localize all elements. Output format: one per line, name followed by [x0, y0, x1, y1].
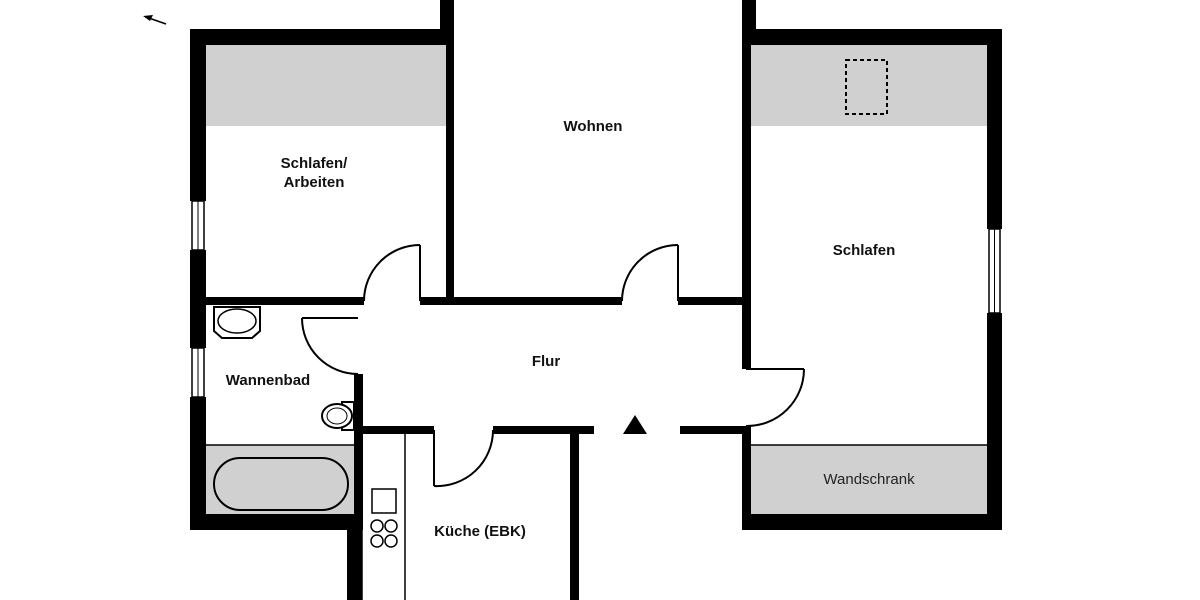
room-label-schlafen-arbeiten-1: Schlafen/: [281, 155, 349, 172]
room-label-schlafen-arbeiten-2: Arbeiten: [284, 174, 345, 191]
room-label-wohnen: Wohnen: [564, 118, 623, 135]
room-label-wannenbad: Wannenbad: [226, 372, 310, 389]
wardrobe-area: [751, 445, 987, 514]
entrance-triangle-icon: [623, 415, 647, 434]
kitchen-counter: [361, 434, 406, 600]
room-label-wandschrank: Wandschrank: [823, 471, 915, 488]
bathtub-icon: [213, 457, 349, 511]
sloped-ceiling-left: [206, 45, 446, 126]
windows: [191, 200, 1001, 398]
room-label-schlafen: Schlafen: [833, 242, 896, 259]
door-schlafen: [745, 368, 805, 428]
sloped-ceiling-right: [751, 45, 987, 126]
door-wohnen: [621, 244, 679, 302]
walls: [190, 0, 1002, 600]
skylight-icon: [845, 59, 888, 115]
door-schlafen-arbeiten: [363, 244, 421, 302]
north-arrow-icon: [143, 15, 167, 25]
stove-icon: [370, 519, 398, 548]
door-kueche: [433, 429, 495, 488]
door-wannenbad: [301, 317, 359, 375]
room-label-kueche: Küche (EBK): [434, 523, 526, 540]
washbasin-icon: [213, 306, 261, 339]
toilet-icon: [321, 401, 355, 431]
room-label-flur: Flur: [532, 353, 560, 370]
